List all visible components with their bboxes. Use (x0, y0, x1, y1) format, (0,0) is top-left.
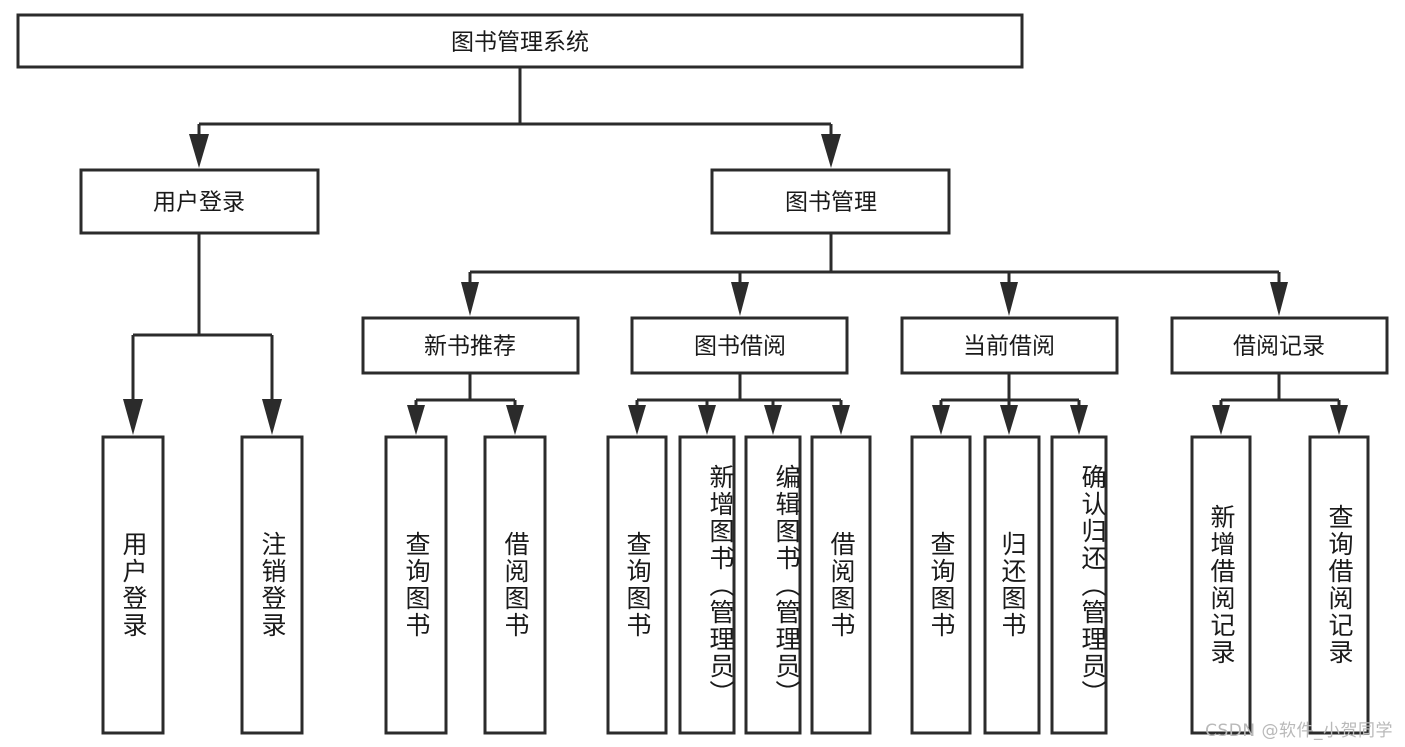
node-borrow-record[interactable]: 借阅记录 (1170, 316, 1389, 375)
leaf-boxes (101, 435, 1370, 735)
connectors-borrow-record-to-leaves (1212, 373, 1348, 435)
arrow-to-user-login (189, 134, 209, 168)
arrow-leaf-user-login (123, 399, 143, 435)
book-borrow-box[interactable] (630, 316, 849, 375)
leaf-box-edit-book[interactable] (744, 435, 802, 735)
new-book-recommend-box[interactable] (361, 316, 580, 375)
connectors-book-manage-to-level3 (461, 233, 1288, 316)
arrow-to-book-manage (821, 134, 841, 168)
connectors-current-borrow-to-leaves (932, 373, 1088, 435)
book-management-label: 图书管理 (785, 190, 877, 216)
user-login-label: 用户登录 (153, 190, 245, 216)
current-borrow-box[interactable] (900, 316, 1119, 375)
arrow-leaf-return-book (1000, 405, 1018, 435)
root-box[interactable] (16, 13, 1024, 69)
arrow-leaf-borrow-book-2 (832, 405, 850, 435)
leaf-box-query-book-3[interactable] (910, 435, 972, 735)
leaf-box-add-borrow-record[interactable] (1190, 435, 1252, 735)
arrow-leaf-add-borrow-record (1212, 405, 1230, 435)
borrow-record-box[interactable] (1170, 316, 1389, 375)
leaf-box-user-login[interactable] (101, 435, 165, 735)
leaf-box-borrow-book-2[interactable] (810, 435, 872, 735)
node-new-book-recommend[interactable]: 新书推荐 (361, 316, 580, 375)
leaf-box-query-borrow-record[interactable] (1308, 435, 1370, 735)
leaf-box-add-book[interactable] (678, 435, 736, 735)
arrow-leaf-query-book-1 (407, 405, 425, 435)
arrow-to-current-borrow (1000, 282, 1018, 316)
connectors-book-borrow-to-leaves (628, 373, 850, 435)
leaf-box-query-book-2[interactable] (606, 435, 668, 735)
csdn-watermark: CSDN @软件_小贺同学 (1205, 721, 1393, 741)
arrow-leaf-query-book-3 (932, 405, 950, 435)
connectors-user-login-to-leaves (123, 233, 282, 435)
leaf-box-borrow-book-1[interactable] (483, 435, 547, 735)
node-root[interactable]: 图书管理系统 (16, 13, 1024, 69)
arrow-to-new-book-recommend (461, 282, 479, 316)
arrow-leaf-confirm-return (1070, 405, 1088, 435)
arrow-to-borrow-record (1270, 282, 1288, 316)
node-book-borrow[interactable]: 图书借阅 (630, 316, 849, 375)
connectors-root-to-level2 (189, 67, 841, 168)
arrow-leaf-query-book-2 (628, 405, 646, 435)
book-borrow-label: 图书借阅 (694, 334, 786, 360)
new-book-recommend-label: 新书推荐 (424, 334, 516, 360)
user-login-box[interactable] (79, 168, 320, 235)
connectors-new-book-recommend-to-leaves (407, 373, 524, 435)
arrow-to-book-borrow (731, 282, 749, 316)
root-label: 图书管理系统 (451, 30, 589, 56)
arrow-leaf-borrow-book-1 (506, 405, 524, 435)
node-user-login[interactable]: 用户登录 (79, 168, 320, 235)
leaf-box-confirm-return[interactable] (1050, 435, 1108, 735)
current-borrow-label: 当前借阅 (963, 334, 1055, 360)
arrow-leaf-logout (262, 399, 282, 435)
borrow-record-label: 借阅记录 (1233, 334, 1325, 360)
arrow-leaf-edit-book (764, 405, 782, 435)
arrow-leaf-add-book (698, 405, 716, 435)
arrow-leaf-query-borrow-record (1330, 405, 1348, 435)
book-management-box[interactable] (710, 168, 951, 235)
leaf-box-return-book[interactable] (983, 435, 1041, 735)
node-book-management[interactable]: 图书管理 (710, 168, 951, 235)
node-current-borrow[interactable]: 当前借阅 (900, 316, 1119, 375)
leaf-box-query-book-1[interactable] (384, 435, 448, 735)
leaf-box-logout[interactable] (240, 435, 304, 735)
